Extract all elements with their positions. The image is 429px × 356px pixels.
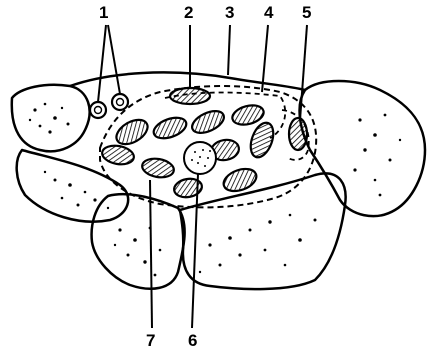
callout-1: 1 — [99, 4, 108, 21]
leader-lines — [98, 25, 307, 328]
superficial-vessels — [90, 94, 128, 118]
callout-6: 6 — [188, 332, 197, 349]
callout-5: 5 — [302, 4, 311, 21]
bone-center-lower — [92, 194, 185, 289]
bone-left-upper — [12, 85, 90, 152]
callout-2: 2 — [184, 4, 193, 21]
bone-right-lower — [180, 173, 346, 289]
callout-7: 7 — [146, 332, 155, 349]
callout-4: 4 — [264, 4, 273, 21]
bone-right-upper — [300, 81, 425, 216]
callout-3: 3 — [225, 4, 234, 21]
